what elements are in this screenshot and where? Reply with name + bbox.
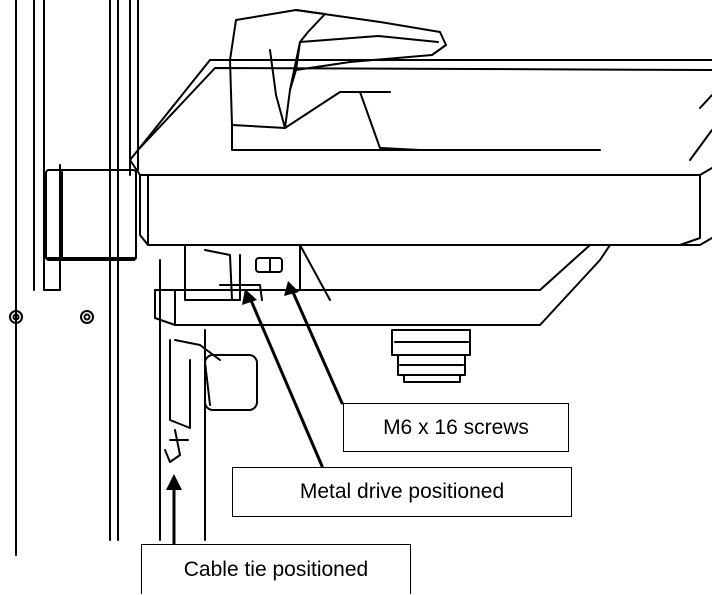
arrowheads [166, 281, 299, 490]
drive-arrowhead [242, 289, 257, 305]
drive-bracket [184, 244, 283, 301]
pipe-connector [164, 339, 258, 463]
leader-arrows [172, 288, 344, 546]
tie-arrowhead [166, 474, 182, 490]
sink-basin [129, 59, 712, 246]
wall-fixing-left [9, 310, 23, 324]
faucet [229, 9, 447, 129]
wall-frame [15, 0, 206, 556]
support-frame [154, 244, 611, 326]
callout-metal-drive-label: Metal drive positioned [232, 467, 572, 517]
wall-fixing-right [80, 310, 94, 324]
screws-arrowhead [284, 281, 299, 296]
screws-arrow-line [290, 288, 344, 405]
wall-bracket [45, 169, 137, 261]
callout-cable-tie-label: Cable tie positioned [141, 544, 411, 594]
drive-arrow-line [248, 296, 324, 468]
callout-screws-label: M6 x 16 screws [343, 403, 569, 452]
drain-waste [391, 329, 471, 383]
